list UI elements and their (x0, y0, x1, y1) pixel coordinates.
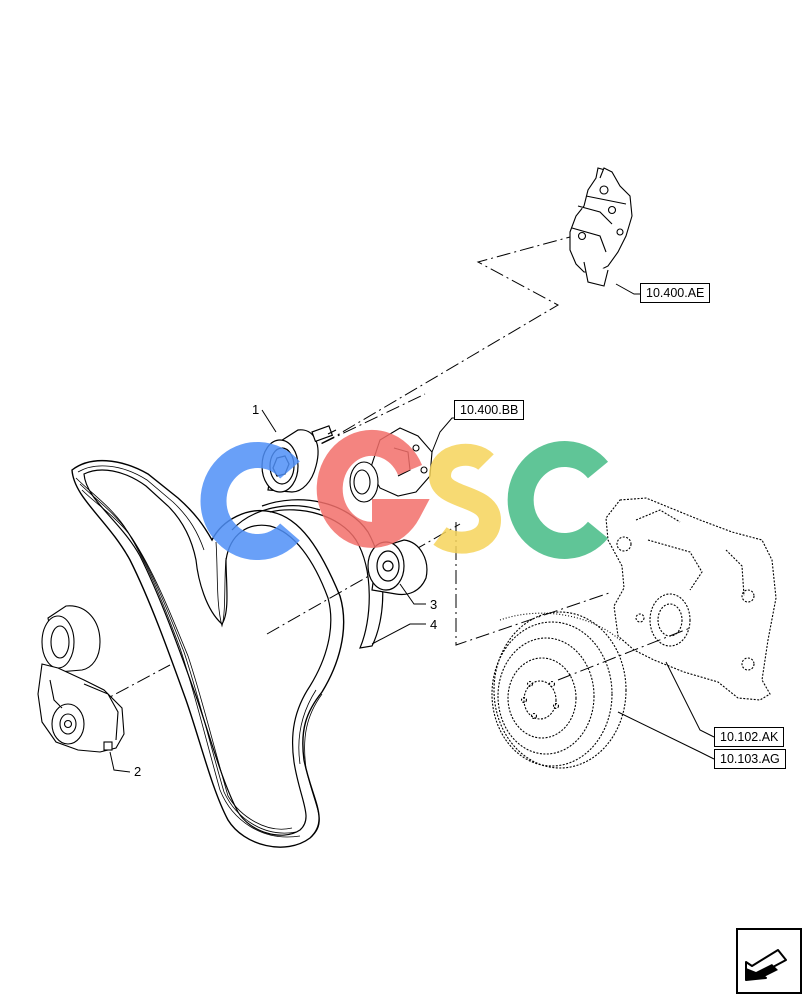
timing-cover (605, 497, 777, 701)
crankshaft-damper-pulley (231, 499, 384, 649)
leader-lines (109, 283, 715, 773)
arrow-return-icon[interactable] (736, 928, 802, 994)
arrow-return-icon-shape (745, 949, 787, 981)
callout-item-2: 2 (134, 764, 142, 779)
water-pump (349, 427, 433, 503)
ref-water-pump[interactable]: 10.400.BB (454, 400, 525, 420)
callout-item-3: 3 (430, 597, 438, 612)
callout-item-1: 1 (252, 402, 260, 417)
callout-item-4: 4 (430, 617, 438, 632)
idler-pulley-lower (367, 539, 428, 596)
ref-flywheel[interactable]: 10.103.AG (714, 749, 786, 769)
flywheel (491, 611, 627, 769)
ref-oil-cooler[interactable]: 10.400.AE (640, 283, 711, 303)
ref-timing-cover[interactable]: 10.102.AK (714, 727, 785, 747)
serpentine-drive-belt (71, 460, 345, 848)
oil-cooler-housing (569, 167, 633, 287)
idler-pulley (261, 425, 337, 493)
belt-tensioner (37, 605, 125, 753)
